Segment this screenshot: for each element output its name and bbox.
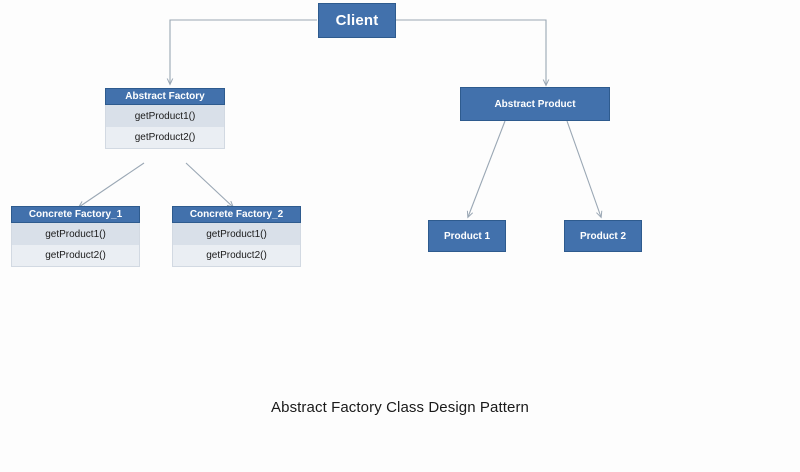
node-concrete-factory-1[interactable]: Concrete Factory_1 getProduct1() getProd… [11, 206, 140, 267]
node-concrete-factory-2-method-2: getProduct2() [172, 245, 301, 267]
diagram-caption: Abstract Factory Class Design Pattern [271, 399, 529, 416]
node-concrete-factory-1-header: Concrete Factory_1 [11, 206, 140, 223]
node-product-2[interactable]: Product 2 [564, 220, 642, 252]
node-client[interactable]: Client [318, 3, 396, 38]
method-label: getProduct2() [45, 250, 106, 261]
node-product-2-label: Product 2 [579, 230, 627, 242]
node-abstract-factory-method-2: getProduct2() [105, 127, 225, 149]
connector-client-to-abstract-product [396, 19, 546, 85]
node-product-1[interactable]: Product 1 [428, 220, 506, 252]
method-label: getProduct2() [134, 132, 196, 143]
connector-abstract-factory-to-concrete-factory-1 [79, 162, 145, 207]
node-abstract-product-label: Abstract Product [494, 98, 576, 110]
node-concrete-factory-1-method-1: getProduct1() [11, 223, 140, 245]
node-abstract-product[interactable]: Abstract Product [460, 87, 610, 121]
connector-abstract-product-to-product-1 [468, 120, 506, 217]
method-label: getProduct1() [134, 110, 196, 122]
node-client-label: Client [335, 12, 379, 29]
node-concrete-factory-1-method-2: getProduct2() [11, 245, 140, 267]
node-product-1-label: Product 1 [443, 230, 491, 242]
node-concrete-factory-2-method-1: getProduct1() [172, 223, 301, 245]
node-concrete-factory-2[interactable]: Concrete Factory_2 getProduct1() getProd… [172, 206, 301, 267]
node-abstract-factory-header: Abstract Factory [105, 88, 225, 105]
node-abstract-factory-method-1: getProduct1() [105, 105, 225, 127]
node-concrete-factory-1-title: Concrete Factory_1 [28, 209, 123, 220]
connector-client-to-abstract-factory [170, 19, 317, 84]
node-abstract-factory[interactable]: Abstract Factory getProduct1() getProduc… [105, 88, 225, 149]
method-label: getProduct1() [206, 228, 267, 240]
method-label: getProduct2() [206, 250, 267, 261]
method-label: getProduct1() [45, 228, 106, 240]
connector-abstract-factory-to-concrete-factory-2 [185, 162, 233, 207]
node-concrete-factory-2-header: Concrete Factory_2 [172, 206, 301, 223]
node-concrete-factory-2-title: Concrete Factory_2 [189, 209, 284, 220]
node-abstract-factory-title: Abstract Factory [125, 91, 205, 102]
connector-abstract-product-to-product-2 [566, 120, 601, 217]
